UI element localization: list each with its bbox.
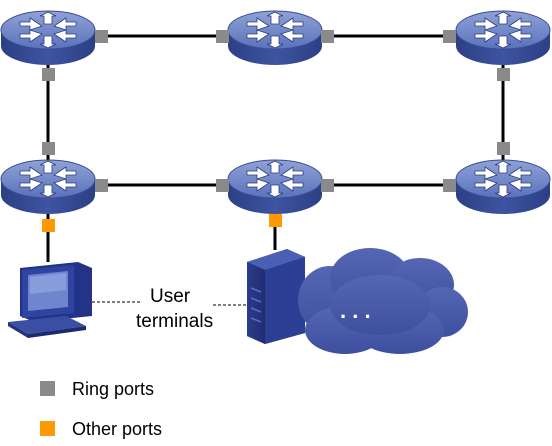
ring-ports [42, 30, 510, 192]
other-ports [42, 214, 282, 232]
user-terminals-label-line2: terminals [136, 311, 213, 332]
ring-port [42, 68, 55, 81]
ring-port [321, 30, 334, 43]
ring-port [95, 30, 108, 43]
cloud-icon [298, 248, 468, 354]
legend-other-ports-label: Other ports [72, 419, 162, 439]
other-port [42, 219, 55, 232]
server-icon [247, 249, 305, 344]
ring-port [443, 179, 456, 192]
legend-ring-ports-label: Ring ports [72, 379, 154, 399]
switch-icon [227, 10, 323, 66]
ring-port [216, 30, 229, 43]
legend: Ring ports Other ports [40, 379, 162, 439]
ring-port [443, 30, 456, 43]
legend-other-port-swatch [40, 421, 55, 436]
ring-port [95, 179, 108, 192]
ring-port [497, 68, 510, 81]
switch-icon [455, 159, 551, 215]
user-terminals-label-line1: User [150, 286, 191, 307]
label-connectors [92, 301, 246, 306]
other-port [269, 214, 282, 227]
pc-icon [8, 262, 92, 338]
legend-ring-port-swatch [40, 381, 55, 396]
ring-port [42, 142, 55, 155]
switch-icon [0, 159, 96, 215]
ring-port [216, 179, 229, 192]
cloud-ellipsis: . . . [340, 298, 371, 323]
ring-port [497, 142, 510, 155]
ring-links [46, 34, 505, 262]
switch-icon [455, 10, 551, 66]
ring-port [321, 179, 334, 192]
switch-icon [0, 10, 96, 66]
switch-icon [227, 159, 323, 215]
